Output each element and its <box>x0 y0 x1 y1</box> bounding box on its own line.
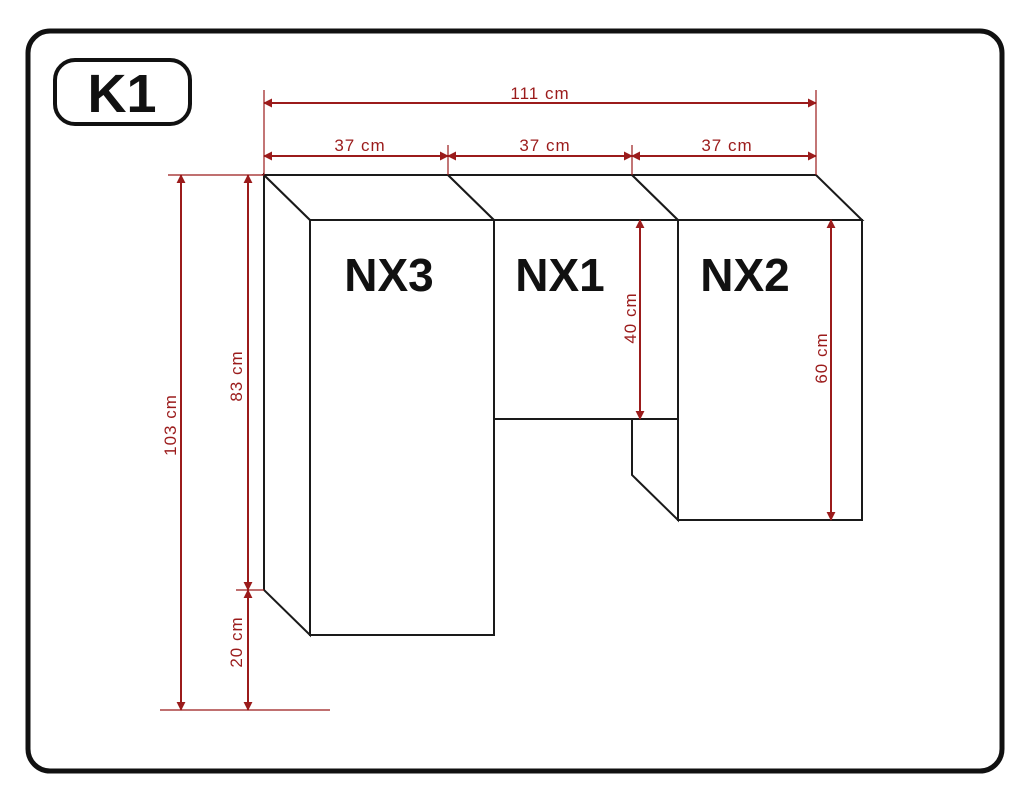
module-nx1: NX1 <box>445 174 681 420</box>
dim-label-width-right: 37 cm <box>701 136 752 155</box>
module-nx3: NX3 <box>261 172 497 638</box>
nx3-front-face <box>309 219 495 636</box>
dim-label-width-left: 37 cm <box>334 136 385 155</box>
cabinet-drawing: NX3 NX1 NX2 <box>261 172 865 638</box>
dim-label-floor-gap: 20 cm <box>227 616 246 667</box>
dim-label-width-middle: 37 cm <box>519 136 570 155</box>
dim-label-middle-height: 40 cm <box>621 292 640 343</box>
dim-label-tall-height: 83 cm <box>227 350 246 401</box>
nx1-label: NX1 <box>515 249 604 301</box>
dim-label-total-width: 111 cm <box>510 84 569 103</box>
nx2-label: NX2 <box>700 249 789 301</box>
badge-border <box>53 58 192 126</box>
dim-label-right-height: 60 cm <box>812 332 831 383</box>
badge-label: K1 <box>87 64 156 124</box>
dim-label-total-height: 103 cm <box>161 394 180 456</box>
nx3-side-face <box>263 172 311 638</box>
dimension-lines: 111 cm 37 cm 37 cm 37 cm 103 cm 83 cm 20… <box>160 84 836 711</box>
badge: K1 <box>53 58 192 126</box>
nx1-front-face <box>493 219 679 420</box>
nx3-label: NX3 <box>344 249 433 301</box>
